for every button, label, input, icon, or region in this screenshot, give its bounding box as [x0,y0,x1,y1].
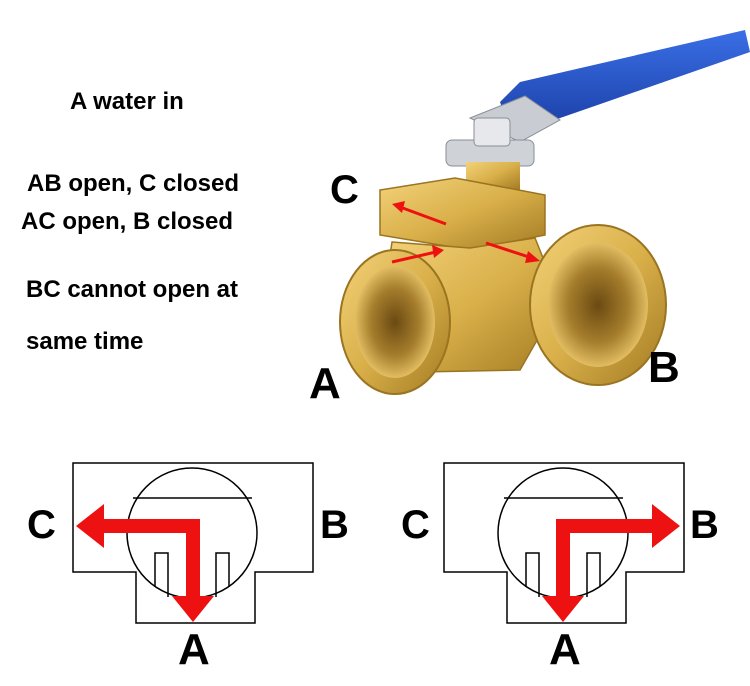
right-label-b: B [690,503,719,547]
port-a-opening [339,249,451,395]
left-ball-bore-bottom [154,552,169,597]
right-flow-arrow [542,504,680,622]
right-label-a: A [549,625,581,674]
note-ab-open: AB open, C closed [27,170,240,197]
note-bc-line2: same time [26,328,144,355]
photo-label-c: C [330,168,359,212]
right-ball-bore-bottom-right [586,552,601,597]
photo-flow-arrows [391,201,540,264]
note-ac-open: AC open, B closed [21,208,234,235]
note-water-in: A water in [70,88,184,115]
diagram-ab-open: C B A [401,462,719,674]
port-b-opening [529,224,667,386]
photo-label-a: A [309,359,341,408]
right-ball-bore-bottom [525,552,540,597]
left-housing-outline [72,462,314,624]
left-label-c: C [27,503,56,547]
left-label-b: B [320,503,349,547]
blue-handle [468,30,750,143]
note-bc-line1: BC cannot open at [26,276,239,303]
right-label-c: C [401,503,430,547]
photo-label-b: B [648,343,680,392]
right-housing-outline [443,462,685,624]
left-ball-bore-bottom-right [215,552,230,597]
diagram-ac-open: C B A [27,462,349,674]
left-flow-arrow [76,504,214,622]
left-label-a: A [178,625,210,674]
valve-illustration: C A B [309,30,750,408]
